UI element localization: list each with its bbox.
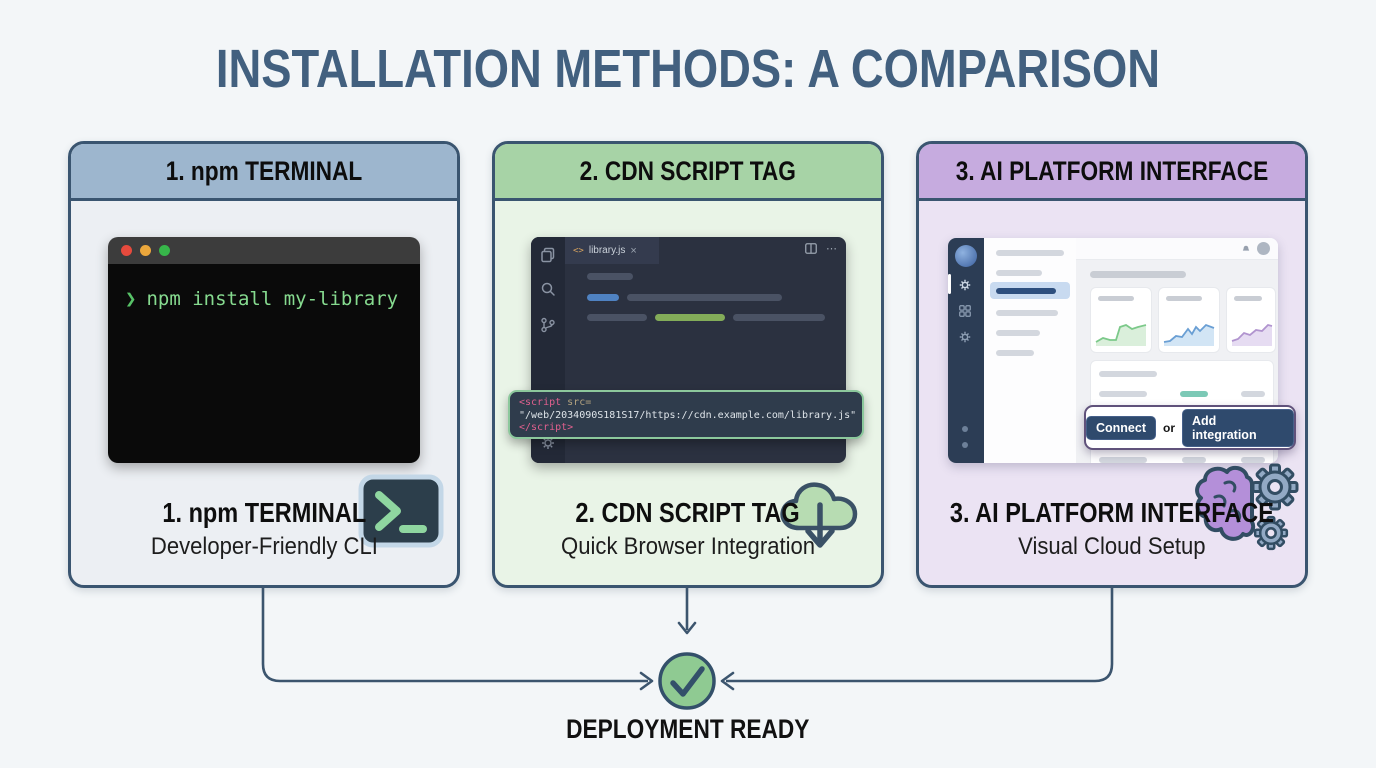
panel-ai-caption: 3. AI PLATFORM INTERFACE Visual Cloud Se… (919, 495, 1305, 563)
connector-right (726, 586, 1114, 683)
arrowhead-down-icon (677, 621, 697, 635)
arrowhead-left-icon (720, 671, 735, 691)
app-logo-icon (955, 245, 977, 267)
panel-ai-caption-title: 3. AI PLATFORM INTERFACE (949, 497, 1275, 528)
prompt-chevron-icon: ❯ (125, 288, 137, 310)
script-open-tag: <script (519, 397, 562, 408)
code-line-bar (627, 294, 782, 301)
traffic-light-yellow-icon (140, 245, 151, 256)
chart-card-green (1090, 287, 1152, 353)
menu-item-active-bar (996, 287, 1056, 294)
panel-npm-header-label: 1. npm TERMINAL (165, 155, 363, 186)
panel-cdn-script: 2. CDN SCRIPT TAG (492, 141, 884, 588)
dashboard-menu (984, 238, 1077, 463)
sidebar-dot (962, 442, 968, 448)
panel-npm-header: 1. npm TERMINAL (71, 144, 457, 201)
chart-title-bar (1166, 296, 1202, 301)
panel-cdn-header-label: 2. CDN SCRIPT TAG (579, 155, 797, 186)
panel-cdn-caption: 2. CDN SCRIPT TAG Quick Browser Integrat… (495, 495, 881, 563)
chart-title-bar (1098, 296, 1134, 301)
terminal-badge-icon (358, 474, 444, 548)
terminal-titlebar (108, 237, 420, 264)
menu-item-bar (996, 330, 1040, 336)
code-line-bar (733, 314, 825, 321)
flow-connectors (261, 586, 1114, 710)
editor-tab: <> library.js × (565, 237, 659, 264)
check-icon (670, 666, 705, 697)
menu-item-bar (996, 350, 1034, 356)
close-icon: × (630, 244, 637, 257)
cloud-download-icon (780, 482, 858, 548)
active-indicator (948, 274, 951, 294)
connect-button: Connect (1086, 415, 1156, 440)
panel-ai-header-label: 3. AI PLATFORM INTERFACE (955, 155, 1269, 186)
sparkline-green (1095, 324, 1147, 346)
panel-cdn-caption-subtitle: Quick Browser Integration (560, 533, 816, 560)
integration-popup: Connect or Add integration (1084, 405, 1296, 450)
gear-icon (959, 279, 971, 291)
script-close-tag: </script> (519, 422, 574, 433)
chart-card-blue (1158, 287, 1220, 353)
panel-ai-header: 3. AI PLATFORM INTERFACE (919, 144, 1305, 201)
script-src-attr: src= (561, 397, 592, 408)
avatar (1257, 242, 1270, 255)
menu-item-bar (996, 310, 1058, 316)
panel-npm-caption-subtitle: Developer-Friendly CLI (150, 533, 378, 560)
more-icon: ⋯ (826, 243, 838, 255)
chart-title-bar (1234, 296, 1262, 301)
terminal-command-text: npm install my-library (146, 288, 399, 310)
chart-card-purple (1226, 287, 1276, 353)
code-line-bar (587, 273, 633, 280)
code-line-bar (655, 314, 725, 321)
code-line-bar (587, 294, 619, 301)
panel-npm-caption: 1. npm TERMINAL Developer-Friendly CLI (71, 495, 457, 563)
terminal-screen: ❯ npm install my-library (108, 264, 420, 463)
panel-ai-platform: 3. AI PLATFORM INTERFACE (916, 141, 1308, 588)
dashboard-sidebar (948, 238, 984, 463)
panel-npm-terminal: 1. npm TERMINAL ❯npm install my-library … (68, 141, 460, 588)
search-icon (541, 282, 555, 296)
dashboard-heading-bar (1090, 271, 1186, 278)
terminal-window: ❯ npm install my-library (108, 237, 420, 463)
brain-gears-icon (1195, 463, 1299, 551)
connector-left (261, 586, 648, 683)
success-circle (658, 652, 716, 710)
or-label: or (1163, 420, 1175, 435)
dashboard-topbar (1076, 238, 1278, 260)
grid-icon (959, 305, 971, 317)
git-branch-icon (541, 317, 555, 333)
panel-npm-caption-title: 1. npm TERMINAL (162, 497, 366, 528)
script-url: "/web/2034090S181S17/https://cdn.example… (519, 409, 857, 421)
menu-item-bar (996, 250, 1064, 256)
code-line-bar (587, 314, 647, 321)
panel-ai-caption-subtitle: Visual Cloud Setup (1018, 533, 1206, 560)
bell-icon (1242, 245, 1250, 251)
panel-cdn-header: 2. CDN SCRIPT TAG (495, 144, 881, 201)
gear-icon (959, 331, 971, 343)
traffic-light-green-icon (159, 245, 170, 256)
files-icon (541, 247, 555, 263)
deployment-ready-label: DEPLOYMENT READY (566, 714, 810, 744)
sidebar-dot (962, 426, 968, 432)
sparkline-blue (1163, 323, 1215, 346)
code-file-icon: <> (573, 245, 584, 256)
sparkline-purple (1231, 324, 1273, 346)
traffic-light-red-icon (121, 245, 132, 256)
arrowhead-right-icon (639, 671, 654, 691)
add-integration-button: Add integration (1182, 408, 1294, 447)
panel-cdn-caption-title: 2. CDN SCRIPT TAG (575, 497, 801, 528)
editor-tab-label: library.js (588, 245, 626, 256)
page-title: INSTALLATION METHODS: A COMPARISON (215, 39, 1161, 99)
menu-item-bar (996, 270, 1042, 276)
script-tag-snippet: <script src= "/web/2034090S181S17/https:… (508, 390, 864, 439)
split-editor-icon (805, 243, 817, 254)
